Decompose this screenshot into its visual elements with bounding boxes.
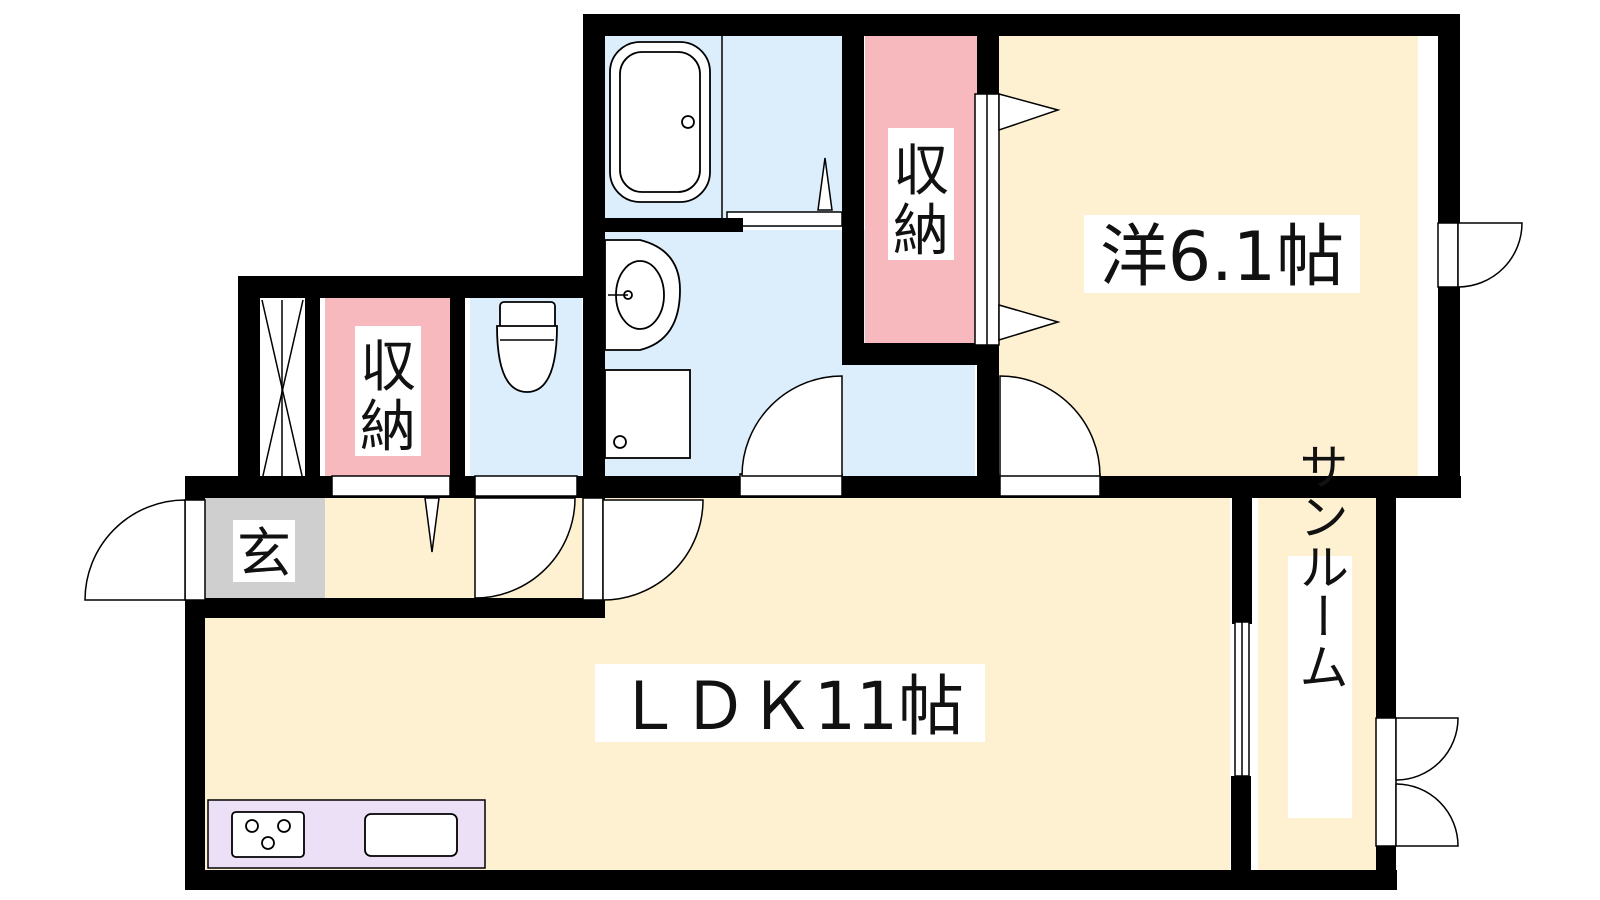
room-label-western: 洋6.1帖	[1100, 218, 1344, 297]
doors	[84, 93, 1523, 847]
room-label-storage-top-2: 納	[893, 199, 949, 264]
shoe-cabinet-icon	[261, 299, 304, 481]
washbasin-icon	[604, 239, 681, 351]
label-storage-top: 収 納	[888, 128, 954, 264]
room-label-entrance: 玄	[237, 522, 291, 585]
bathtub-icon	[609, 41, 711, 203]
label-western-room: 洋6.1帖	[1084, 215, 1360, 297]
stove-burner-icon	[231, 811, 305, 858]
label-entrance: 玄	[233, 520, 295, 585]
label-storage-left: 収 納	[355, 326, 421, 460]
room-label-sunroom: サンルーム	[1291, 441, 1349, 691]
label-sunroom: サンルーム	[1288, 441, 1352, 818]
room-label-storage-top-1: 収	[893, 139, 949, 204]
toilet-icon	[496, 301, 558, 393]
kitchen-sink-icon	[364, 813, 458, 857]
label-ldk: ＬＤＫ11帖	[595, 664, 985, 745]
room-label-storage-left-1: 収	[360, 335, 416, 400]
washing-machine-pan-icon	[604, 369, 691, 459]
room-label-storage-left-2: 納	[360, 395, 416, 460]
room-label-ldk: ＬＤＫ11帖	[616, 668, 964, 745]
